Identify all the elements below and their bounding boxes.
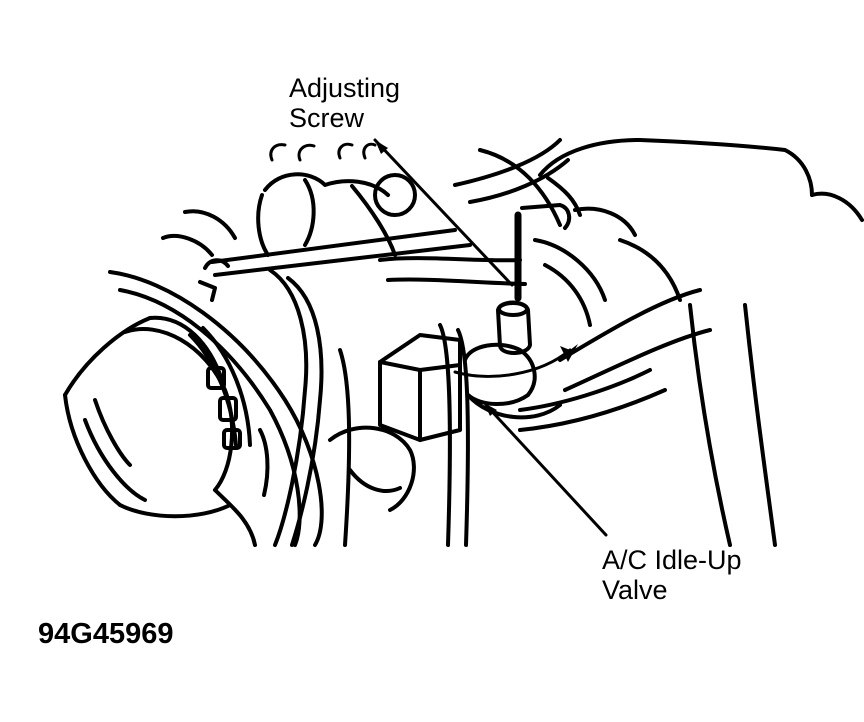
right-pipes [378,138,712,432]
screwdriver [514,203,572,302]
arrowhead-adjusting [375,140,388,154]
hand [538,138,864,547]
linkage-rod [198,228,472,302]
adjusting-screw-label: Adjusting Screw [289,73,400,133]
leader-lines [373,138,608,537]
arrowhead-valve [484,403,497,416]
idle-up-valve [378,300,562,442]
ac-idle-up-valve-label-line2: Valve [602,575,668,605]
rotation-arrows [269,142,572,378]
intake-duct [63,315,235,519]
arrowhead-rotation [560,344,578,362]
throttle-body [161,172,417,257]
adjusting-screw-label-line1: Adjusting [289,73,401,103]
figure-id: 94G45969 [38,618,174,650]
ac-idle-up-valve-label-line1: A/C Idle-Up [602,545,742,575]
ac-idle-up-valve-label: A/C Idle-Up Valve [602,545,742,605]
hoses [108,268,470,547]
adjusting-screw-label-line2: Screw [289,103,365,133]
lower-bracket [213,425,416,547]
